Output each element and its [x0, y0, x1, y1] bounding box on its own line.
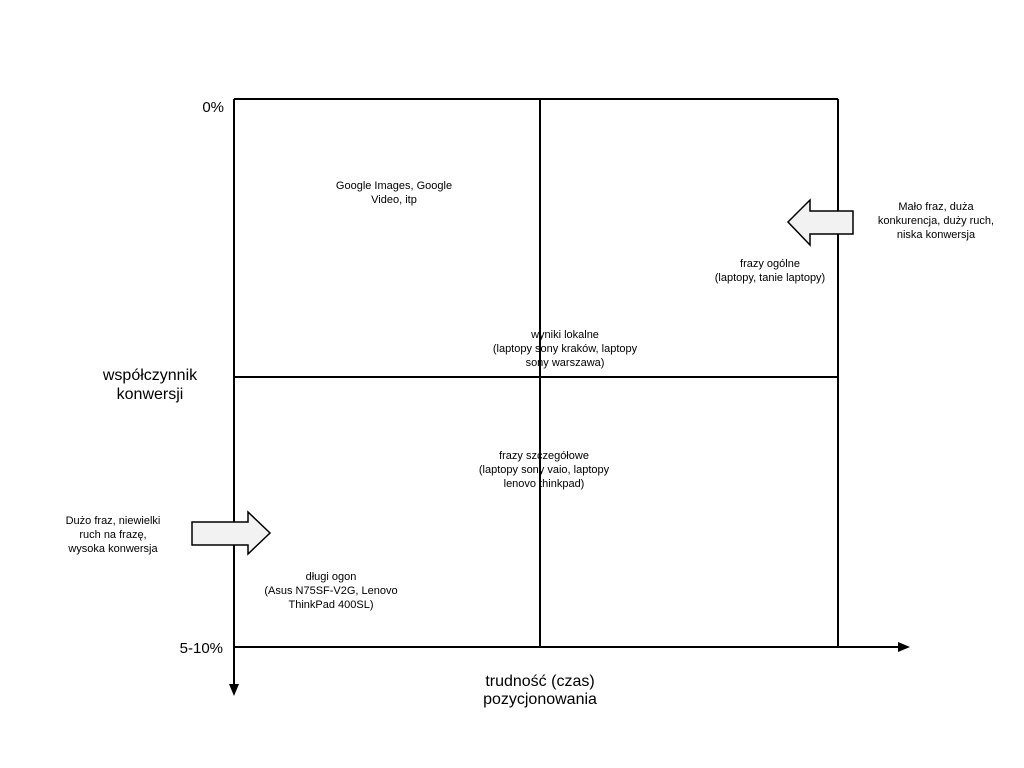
y-bottom-label: 5-10%: [180, 640, 223, 657]
longtail-note-2: (Asus N75SF-V2G, Lenovo: [264, 585, 397, 597]
longtail-note-1: długi ogon: [306, 571, 357, 583]
detailed-note-3: lenovo thinkpad): [504, 478, 585, 490]
detailed-note-1: frazy szczegółowe: [499, 450, 589, 462]
general-note-2: (laptopy, tanie laptopy): [715, 272, 825, 284]
right-arrow-note-3: niska konwersja: [897, 229, 976, 241]
y-axis-arrowhead: [229, 684, 239, 696]
local-note-1: wyniki lokalne: [530, 329, 599, 341]
x-axis-arrowhead: [898, 642, 910, 652]
general-note-1: frazy ogólne: [740, 258, 800, 270]
google-note-1: Google Images, Google: [336, 180, 452, 192]
right-arrow-note-2: konkurencja, duży ruch,: [878, 215, 994, 227]
x-axis-title-2: pozycjonowania: [483, 691, 597, 708]
right-arrow-icon: [191, 510, 272, 556]
left-arrow-note-1: Dużo fraz, niewielki: [66, 515, 161, 527]
y-axis-title-2: konwersji: [117, 386, 184, 403]
longtail-note-3: ThinkPad 400SL): [289, 599, 374, 611]
x-axis-title-1: trudność (czas): [485, 673, 594, 690]
left-arrow-icon: [786, 198, 854, 247]
google-note-2: Video, itp: [371, 194, 417, 206]
left-arrow-note-3: wysoka konwersja: [67, 543, 158, 555]
right-arrow-note-1: Mało fraz, duża: [898, 201, 974, 213]
y-top-label: 0%: [202, 99, 224, 116]
left-arrow-note-2: ruch na frazę,: [79, 529, 146, 541]
y-axis-title-1: współczynnik: [102, 367, 198, 384]
detailed-note-2: (laptopy sony vaio, laptopy: [479, 464, 610, 476]
local-note-2: (laptopy sony kraków, laptopy: [493, 343, 638, 355]
local-note-3: sony warszawa): [526, 357, 605, 369]
